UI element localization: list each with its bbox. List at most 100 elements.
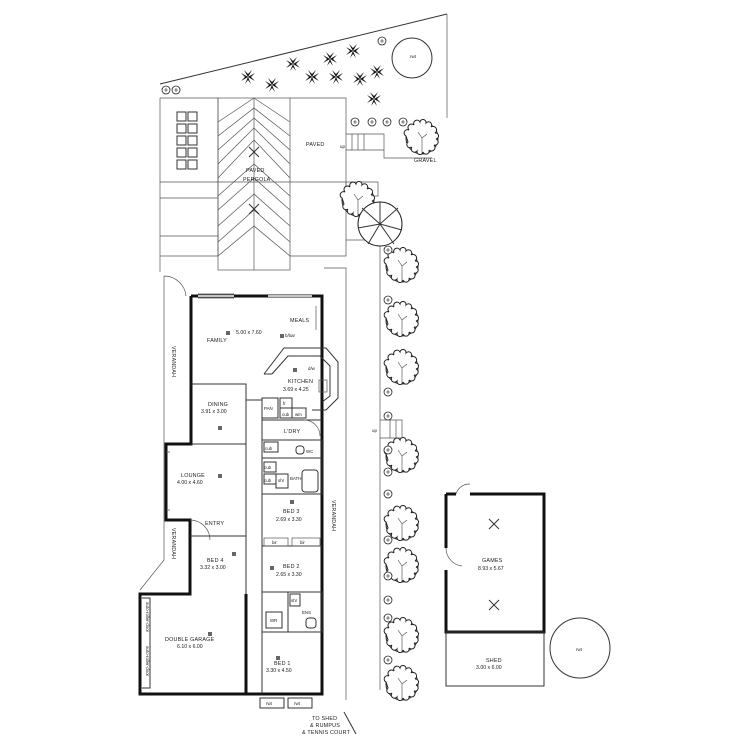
garage-doors — [142, 597, 151, 689]
rwt-label-3: rwt — [294, 701, 301, 706]
bed1-label: BED 1 — [274, 661, 291, 667]
light-fixture — [208, 632, 212, 636]
shed-dim: 3.00 x 6.00 — [476, 665, 502, 671]
kitchen-bench — [263, 347, 339, 411]
rwt-label: rwt — [410, 54, 417, 59]
cub-label-3: cub — [264, 465, 272, 470]
to-shed-label: TO SHED — [312, 716, 337, 722]
fr-label: fr — [283, 401, 286, 406]
paved-pergola-label-2: PERGOLA — [243, 177, 271, 183]
tree — [383, 348, 420, 386]
to-shed-label-3: & TENNIS COURT — [302, 730, 351, 736]
entry-door-arc — [163, 275, 187, 297]
palm-tree — [357, 201, 403, 247]
shed-label: SHED — [486, 658, 502, 664]
garage-door-label-2: auto-roller-door — [145, 646, 150, 677]
rwt-label-2: rwt — [266, 701, 273, 706]
cub-label-2: cub — [265, 446, 273, 451]
ens-label: ENS — [302, 610, 311, 615]
garage-door-label: auto-roller-door — [145, 602, 150, 633]
garage-dim: 6.10 x 6.00 — [177, 644, 203, 650]
bed3-label: BED 3 — [283, 509, 300, 515]
tree — [383, 504, 420, 542]
lounge-label: LOUNGE — [181, 473, 205, 479]
light-fixture — [226, 331, 230, 335]
top-garden — [161, 36, 408, 127]
games-dim: 8.93 x 5.67 — [478, 566, 504, 572]
shr-label-2: shr — [291, 598, 298, 603]
verandah-label-east: VERANDAH — [330, 500, 336, 531]
boundary-line — [159, 13, 448, 85]
rwt-label-4: rwt — [576, 647, 583, 652]
paved-label: PAVED — [306, 142, 324, 148]
brbar-label: b/bar — [285, 333, 296, 338]
light-fixture — [280, 334, 284, 338]
light-fixture — [290, 500, 294, 504]
shed — [445, 631, 545, 687]
bed3-dim: 2.69 x 3.30 — [276, 517, 302, 523]
rainwater-tank-2 — [549, 617, 611, 679]
cub-label: cub — [282, 412, 290, 417]
light-fixture — [276, 656, 280, 660]
bir-label-2: bir — [300, 540, 305, 545]
paving-tiles — [176, 111, 198, 170]
tree — [403, 118, 440, 156]
to-shed-label-2: & RUMPUS — [310, 723, 340, 729]
ldry-label: L'DRY — [284, 429, 301, 435]
kitchen-label: KITCHEN — [288, 379, 313, 385]
up-label: up — [340, 144, 345, 149]
wc-bath — [261, 439, 323, 495]
laundry-door-arc — [303, 419, 321, 437]
garage-label: DOUBLE GARAGE — [165, 637, 215, 643]
bed1-dim: 3.30 x 4.50 — [266, 668, 292, 674]
rainwater-tank — [391, 37, 433, 79]
tree — [383, 300, 420, 338]
verandah-label-west: VERANDAH — [170, 346, 176, 377]
pergola — [159, 97, 347, 272]
tree — [383, 664, 420, 702]
family-dim: 5.00 x 7.60 — [236, 330, 262, 336]
up-label-2: up — [372, 428, 377, 433]
verandah-west — [139, 276, 165, 591]
light-fixture — [293, 368, 297, 372]
wr-label: WR — [270, 618, 277, 623]
light-fixture — [218, 426, 222, 430]
bir-label: bir — [272, 540, 277, 545]
dining-label: DINING — [208, 402, 228, 408]
light-fixture — [270, 566, 274, 570]
wm-label: wm — [295, 412, 302, 417]
ensuite — [261, 591, 323, 633]
gravel-label: GRAVEL — [414, 158, 437, 164]
side-steps — [380, 419, 403, 439]
bed4-label: BED 4 — [207, 558, 224, 564]
lounge-dim: 4.00 x 4.60 — [177, 480, 203, 486]
wc-label: WC — [306, 449, 313, 454]
hall-wall — [245, 444, 263, 694]
pan-label: PAN — [264, 406, 273, 411]
family-label: FAMILY — [207, 338, 227, 344]
bed2-dim: 2.65 x 3.30 — [276, 572, 302, 578]
dining-dim: 3.91 x 3.00 — [201, 409, 227, 415]
steps — [346, 133, 432, 159]
rainwater-tank-box — [287, 697, 313, 709]
light-fixture — [218, 474, 222, 478]
kitchen-dim: 3.69 x 4.25 — [283, 387, 309, 393]
robe — [291, 537, 321, 547]
bed2-label: BED 2 — [283, 564, 300, 570]
bed4-dim: 3.32 x 3.00 — [200, 565, 226, 571]
tree — [383, 436, 420, 474]
shr-label: shr — [278, 478, 285, 483]
light-fixture — [232, 552, 236, 556]
entry-door-arc-2 — [189, 519, 211, 541]
meals-label: MEALS — [290, 318, 309, 324]
cub-label-4: cub — [264, 478, 272, 483]
rainwater-tank-box — [259, 697, 285, 709]
dining-walls — [191, 383, 247, 445]
robe — [263, 537, 289, 547]
bath-label: BATH — [290, 476, 301, 481]
verandah-east — [324, 267, 347, 700]
entry-label: ENTRY — [205, 521, 224, 527]
paved-pergola-label: PAVED — [246, 168, 264, 174]
dw-label: d/w — [308, 366, 316, 371]
